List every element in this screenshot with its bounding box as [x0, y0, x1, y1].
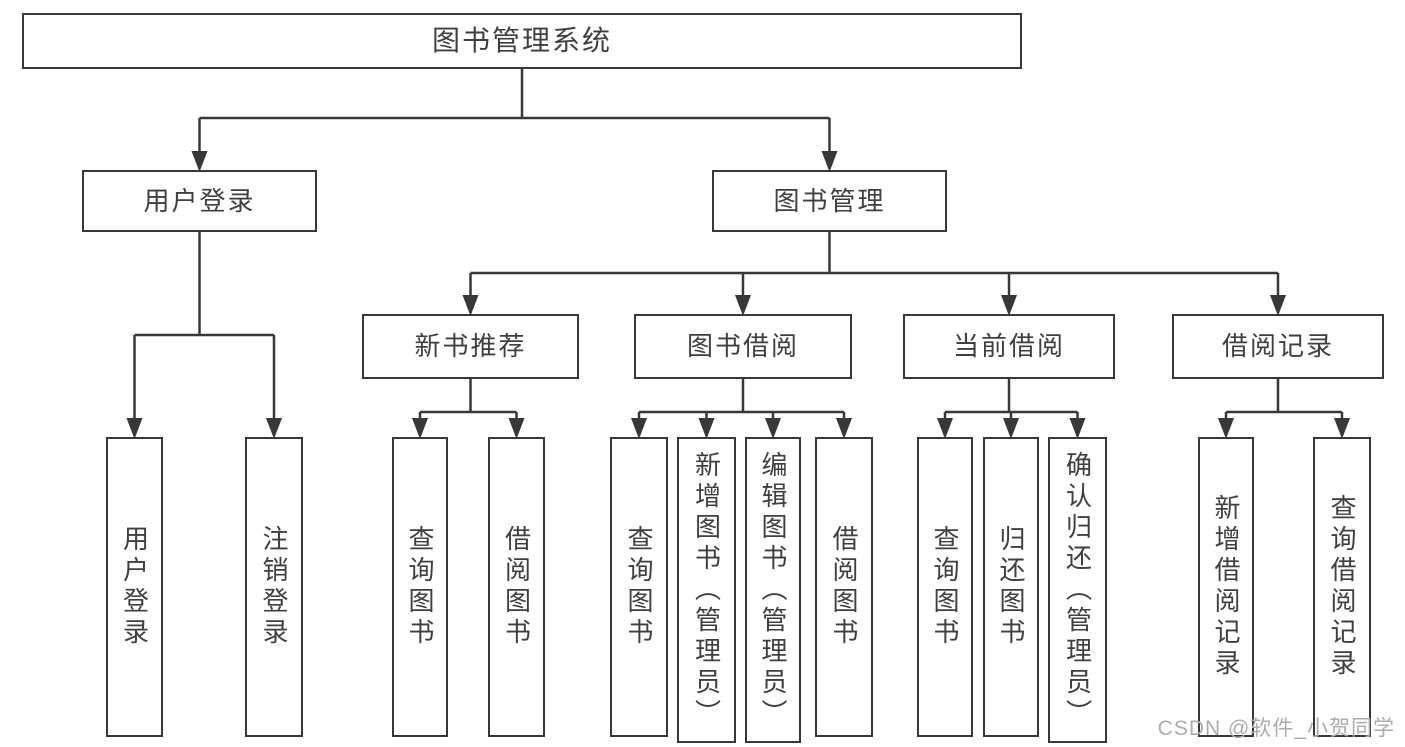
node-login-leaf: 用户登录 [106, 437, 163, 737]
arrowhead-icon [821, 151, 838, 172]
arrowhead-icon [462, 295, 479, 316]
arrowhead-icon [1001, 295, 1017, 316]
node-label-nbr-borrow: 借阅图书 [501, 525, 532, 649]
node-label-book-mgmt: 图书管理 [773, 185, 886, 216]
node-label-logout-leaf: 注销登录 [259, 525, 289, 649]
node-bb-edit: 编辑图书（管理员） [745, 437, 801, 743]
node-label-book-borrow: 图书借阅 [686, 331, 799, 362]
node-label-bb-edit: 编辑图书（管理员） [758, 450, 788, 730]
node-label-nbr-query: 查询图书 [405, 525, 435, 649]
arrowhead-icon [1334, 418, 1350, 439]
node-logout-leaf: 注销登录 [245, 437, 303, 737]
node-label-current-borrow: 当前借阅 [952, 331, 1065, 362]
node-book-mgmt: 图书管理 [712, 170, 947, 232]
arrowhead-icon [836, 418, 852, 439]
arrowhead-icon [266, 418, 282, 439]
node-label-bb-add: 新增图书（管理员） [691, 450, 722, 730]
node-label-new-book-rec: 新书推荐 [414, 331, 527, 362]
arrowhead-icon [1069, 418, 1086, 439]
node-label-user-login: 用户登录 [143, 185, 256, 216]
node-current-borrow: 当前借阅 [903, 314, 1115, 379]
node-label-bb-query: 查询图书 [624, 525, 654, 649]
arrowhead-icon [508, 418, 525, 439]
node-cb-return: 归还图书 [983, 437, 1039, 737]
arrowhead-icon [126, 418, 143, 439]
node-label-borrow-records: 借阅记录 [1221, 331, 1334, 362]
node-cb-query: 查询图书 [917, 437, 973, 737]
node-nbr-query: 查询图书 [392, 437, 448, 737]
node-user-login: 用户登录 [82, 170, 317, 232]
node-book-borrow: 图书借阅 [634, 314, 852, 379]
arrowhead-icon [1003, 418, 1019, 439]
node-br-add: 新增借阅记录 [1198, 437, 1254, 737]
node-root: 图书管理系统 [22, 13, 1022, 69]
node-borrow-records: 借阅记录 [1172, 314, 1384, 379]
node-label-br-add: 新增借阅记录 [1211, 494, 1241, 680]
node-new-book-rec: 新书推荐 [362, 314, 579, 379]
node-br-query: 查询借阅记录 [1313, 437, 1371, 737]
arrowhead-icon [698, 418, 715, 439]
arrowhead-icon [191, 151, 208, 172]
arrowhead-icon [735, 295, 751, 316]
arrowhead-icon [1218, 418, 1234, 439]
arrowhead-icon [1270, 295, 1286, 316]
watermark-text: CSDN @软件_小贺同学 [1157, 717, 1395, 740]
node-cb-confirm: 确认归还（管理员） [1048, 437, 1107, 743]
node-label-bb-borrow: 借阅图书 [829, 525, 859, 649]
node-label-br-query: 查询借阅记录 [1327, 494, 1357, 680]
node-label-cb-query: 查询图书 [930, 525, 960, 649]
node-bb-add: 新增图书（管理员） [677, 437, 736, 743]
node-nbr-borrow: 借阅图书 [488, 437, 545, 737]
arrowhead-icon [631, 418, 647, 439]
node-label-root: 图书管理系统 [431, 24, 612, 56]
node-label-cb-confirm: 确认归还（管理员） [1062, 450, 1093, 730]
node-bb-borrow: 借阅图书 [815, 437, 873, 737]
node-label-login-leaf: 用户登录 [119, 525, 150, 649]
arrowhead-icon [937, 418, 953, 439]
node-label-cb-return: 归还图书 [996, 525, 1026, 649]
arrowhead-icon [412, 418, 428, 439]
arrowhead-icon [765, 418, 781, 439]
node-bb-query: 查询图书 [610, 437, 668, 737]
